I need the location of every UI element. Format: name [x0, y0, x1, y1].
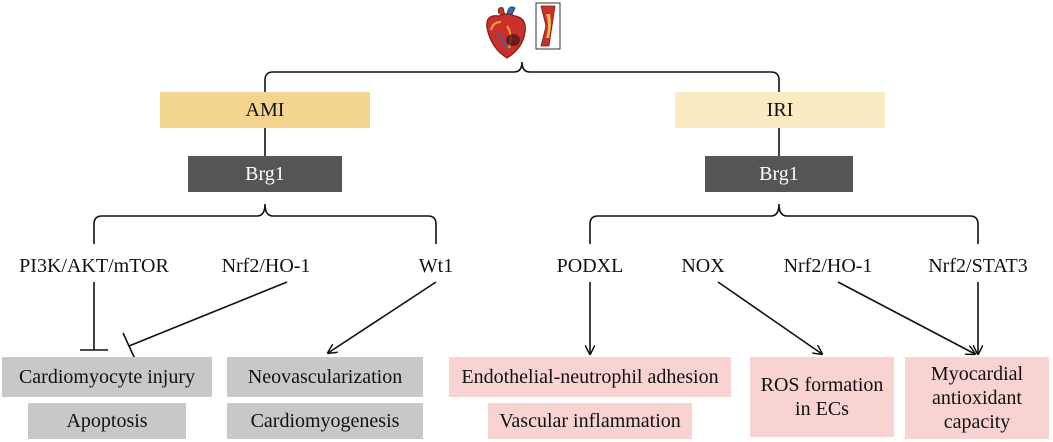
pathway-pi3k-akt-mtor: PI3K/AKT/mTOR	[19, 255, 169, 277]
outcome-cardiomyogenesis-label: Cardiomyogenesis	[250, 410, 400, 432]
pathway-nox: NOX	[681, 255, 725, 277]
nrf2-ho1-inhibition-line	[128, 281, 288, 347]
outcome-cardiomyocyte-injury-label: Cardiomyocyte injury	[18, 366, 196, 388]
pathway-nrf2-ho1-right: Nrf2/HO-1	[783, 255, 873, 277]
outcome-ros-formation: ROS formation in ECs	[750, 357, 894, 437]
outcome-antioxidant-line-1: Myocardial	[930, 363, 1024, 385]
outcome-inflammation-label: Vascular inflammation	[499, 410, 681, 432]
pathway-podxl: PODXL	[556, 255, 624, 277]
wt1-arrow	[328, 281, 437, 353]
outcome-cardiomyocyte-injury: Cardiomyocyte injury	[2, 357, 212, 397]
heart-icon	[486, 6, 526, 59]
outcome-neovascularization-label: Neovascularization	[247, 366, 403, 388]
outcome-adhesion-label: Endothelial-neutrophil adhesion	[461, 366, 719, 388]
right-branch-bracket	[589, 203, 979, 244]
outcome-neovascularization: Neovascularization	[227, 357, 423, 397]
nrf2-ho1-inhibition-bar	[122, 332, 136, 360]
nox-arrow	[717, 281, 822, 354]
ami-box: AMI	[160, 92, 370, 128]
outcome-endothelial-neutrophil-adhesion: Endothelial-neutrophil adhesion	[449, 357, 731, 397]
left-branch-bracket	[93, 203, 437, 244]
left-brg1-label: Brg1	[245, 163, 285, 185]
outcome-myocardial-antioxidant-capacity: Myocardial antioxidant capacity	[905, 357, 1049, 439]
pathway-wt1: Wt1	[418, 255, 454, 277]
outcome-ros-line-1: ROS formation	[760, 374, 884, 396]
outcome-antioxidant-line-3: capacity	[943, 411, 1011, 433]
outcome-ros-line-2: in ECs	[795, 398, 849, 420]
outcome-apoptosis-label: Apoptosis	[66, 410, 148, 432]
pathway-nrf2-ho1-left: Nrf2/HO-1	[221, 255, 311, 277]
right-brg1-box: Brg1	[705, 156, 853, 192]
iri-box: IRI	[675, 92, 885, 128]
top-bracket	[264, 61, 780, 92]
outcome-antioxidant-line-2: antioxidant	[932, 387, 1022, 409]
right-brg1-label: Brg1	[759, 163, 799, 185]
ami-label: AMI	[245, 99, 285, 121]
nrf2-ho1-right-arrow	[837, 281, 975, 354]
iri-label: IRI	[766, 99, 794, 121]
outcome-apoptosis: Apoptosis	[28, 403, 186, 439]
outcome-cardiomyogenesis: Cardiomyogenesis	[227, 403, 423, 439]
left-brg1-box: Brg1	[188, 156, 342, 192]
pathway-nrf2-stat3: Nrf2/STAT3	[928, 255, 1028, 277]
artery-plaque-icon	[535, 2, 561, 50]
outcome-vascular-inflammation: Vascular inflammation	[488, 403, 692, 439]
